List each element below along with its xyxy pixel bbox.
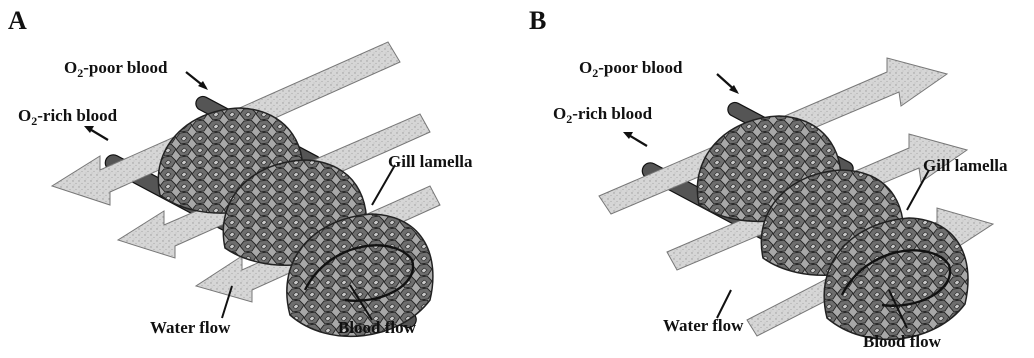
label-o2-poor-blood-b: O2-poor blood xyxy=(579,58,682,78)
pointer-water-b xyxy=(717,290,731,318)
panel-a-diagram xyxy=(0,0,517,358)
panel-a-letter: A xyxy=(8,6,27,36)
label-water-flow-a: Water flow xyxy=(150,318,230,338)
label-blood-flow-a: Blood flow xyxy=(338,318,416,338)
label-o2-rich-blood-a: O2-rich blood xyxy=(18,106,117,126)
panel-b-diagram xyxy=(517,0,1034,358)
label-gill-lamella-a: Gill lamella xyxy=(388,152,473,172)
label-gill-lamella-b: Gill lamella xyxy=(923,156,1008,176)
pointer-gill-b xyxy=(907,170,929,210)
panel-b-letter: B xyxy=(529,6,546,36)
label-o2-poor-blood-a: O2-poor blood xyxy=(64,58,167,78)
label-o2-rich-blood-b: O2-rich blood xyxy=(553,104,652,124)
panel-a: A O2-poor blood O2-rich blood Gill lamel… xyxy=(0,0,517,358)
panel-b: B O2-poor blood O2-rich blood Gill lamel… xyxy=(517,0,1034,358)
label-water-flow-b: Water flow xyxy=(663,316,743,336)
label-blood-flow-b: Blood flow xyxy=(863,332,941,352)
